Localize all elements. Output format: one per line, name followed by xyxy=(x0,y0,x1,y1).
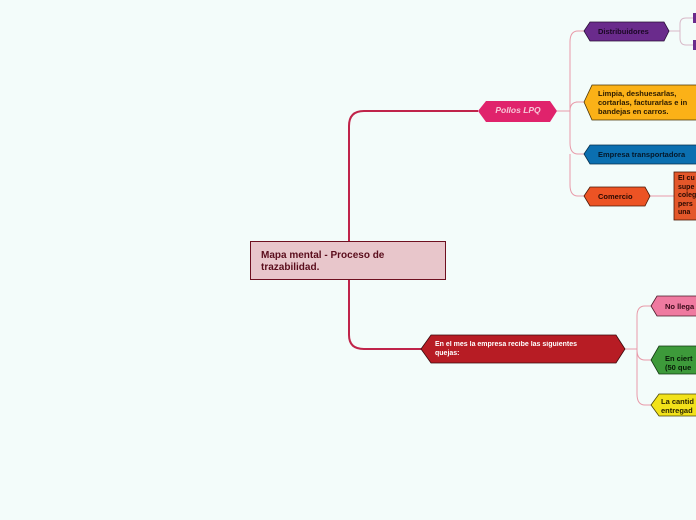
empresa-node-label: Empresa transportadora xyxy=(598,150,686,159)
connector-distribuidores xyxy=(669,17,693,46)
quejas-node-label: En el mes la empresa recibe las siguient… xyxy=(435,341,578,357)
connector-central-pollos xyxy=(348,110,478,241)
central-topic[interactable]: Mapa mental - Proceso de trazabilidad. xyxy=(250,241,446,280)
empresa-node-shape[interactable] xyxy=(583,144,696,165)
en-ciert-node-shape[interactable] xyxy=(650,345,696,375)
en-ciert-node-label: En ciert (50 que xyxy=(665,354,693,372)
comercio-detail-shape[interactable] xyxy=(673,171,696,221)
pollos-node-shape[interactable] xyxy=(478,101,557,122)
la-cantid-node-shape[interactable] xyxy=(650,393,696,417)
no-llega-node-label: No llega xyxy=(665,302,695,311)
comercio-node-shape[interactable] xyxy=(583,186,651,207)
connector-central-quejas xyxy=(348,280,421,350)
connector-pollos-children xyxy=(557,30,584,197)
comercio-detail-label: El cu supe coleg pers una xyxy=(678,175,696,216)
central-topic-label: Mapa mental - Proceso de trazabilidad. xyxy=(261,250,385,273)
distribuidores-child-2[interactable] xyxy=(693,40,696,50)
quejas-node-shape[interactable] xyxy=(420,334,626,364)
connector-pollos-limpia xyxy=(569,101,584,112)
comercio-node-label: Comercio xyxy=(598,192,633,201)
connector-quejas-children xyxy=(625,305,651,406)
limpia-node-label: Limpia, deshuesarlas, cortarlas, factura… xyxy=(598,89,688,116)
distribuidores-node-label: Distribuidores xyxy=(598,27,649,36)
distribuidores-child-1[interactable] xyxy=(693,13,696,23)
la-cantid-node-label: La cantid entregad xyxy=(661,397,694,415)
no-llega-node-shape[interactable] xyxy=(650,295,696,317)
limpia-node-shape[interactable] xyxy=(583,84,696,121)
distribuidores-node-shape[interactable] xyxy=(583,21,670,42)
pollos-node-label: Pollos LPQ xyxy=(495,106,541,115)
